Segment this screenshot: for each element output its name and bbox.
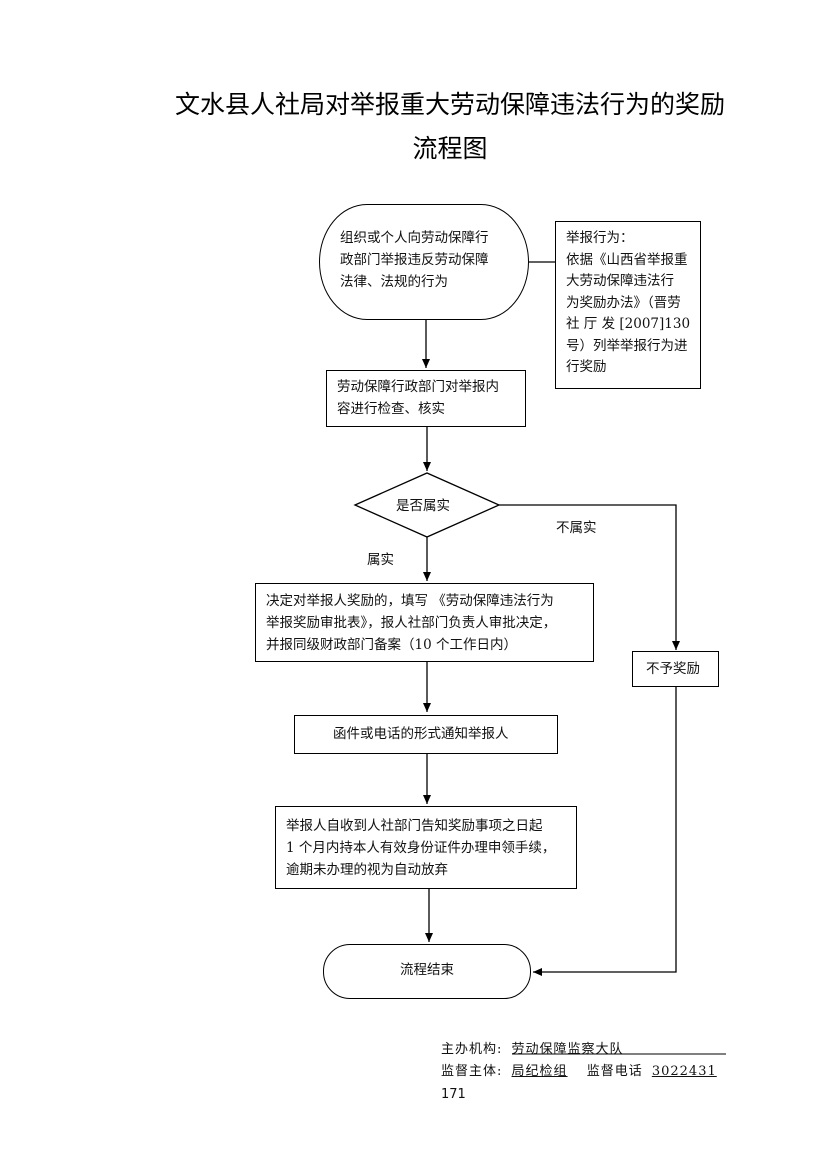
footer-organizer-value: 劳动保障监察大队 [511, 1042, 624, 1057]
decide-reward-box: 决定对举报人奖励的，填写 《劳动保障违法行为 举报奖励审批表》，报人社部门负责人… [255, 583, 594, 662]
inspect-box: 劳动保障行政部门对举报内 容进行检查、核实 [326, 370, 526, 427]
decide-reward-line-2: 举报奖励审批表》，报人社部门负责人审批决定， [266, 615, 557, 631]
start-node: 组织或个人向劳动保障行 政部门举报违反劳动保障 法律、法规的行为 [319, 204, 529, 320]
inspect-line-1: 劳动保障行政部门对举报内 [337, 379, 499, 395]
claim-line-2: 1 个月内持本人有效身份证件办理申领手续， [286, 840, 556, 856]
basis-line-1: 举报行为： [566, 230, 634, 246]
page-title-line2: 流程图 [412, 134, 488, 163]
claim-line-1: 举报人自收到人社部门告知奖励事项之日起 [286, 818, 543, 834]
start-line-1: 组织或个人向劳动保障行 [340, 230, 489, 246]
basis-box: 举报行为： 依据《山西省举报重 大劳动保障违法行 为奖励办法》（晋劳 社 厅 发… [555, 221, 701, 389]
start-line-3: 法律、法规的行为 [340, 274, 448, 290]
footer-phone-value: 3022431 [651, 1064, 717, 1079]
basis-line-5: 社 厅 发 [2007]130 [566, 316, 691, 332]
decide-reward-line-3: 并报同级财政部门备案（10 个工作日内） [266, 637, 517, 653]
end-label: 流程结束 [400, 962, 454, 978]
notify-label: 函件或电话的形式通知举报人 [333, 726, 509, 742]
footer-organizer-label: 主办机构: [441, 1042, 503, 1057]
basis-line-6: 号）列举举报行为进 [566, 337, 688, 354]
inspect-line-2: 容进行检查、核实 [337, 401, 445, 417]
footer-supervisor-label: 监督主体: [441, 1064, 503, 1079]
basis-line-2: 依据《山西省举报重 [566, 251, 688, 268]
no-reward-box: 不予奖励 [632, 651, 719, 687]
page-number: 171 [441, 1087, 466, 1102]
claim-box: 举报人自收到人社部门告知奖励事项之日起 1 个月内持本人有效身份证件办理申领手续… [275, 806, 577, 889]
edge-label-yes: 属实 [367, 552, 394, 568]
notify-box: 函件或电话的形式通知举报人 [294, 715, 558, 754]
footer-phone-label: 监督电话 [586, 1064, 643, 1079]
decision-label: 是否属实 [396, 498, 450, 514]
footer-organizer: 主办机构: 劳动保障监察大队 [441, 1038, 624, 1057]
basis-line-7: 行奖励 [566, 359, 607, 375]
claim-line-3: 逾期未办理的视为自动放弃 [286, 862, 448, 878]
edge-label-no: 不属实 [556, 520, 597, 536]
basis-line-4: 为奖励办法》（晋劳 [566, 294, 681, 311]
decide-reward-line-1: 决定对举报人奖励的，填写 《劳动保障违法行为 [266, 593, 554, 609]
no-reward-label: 不予奖励 [646, 661, 700, 677]
footer-supervisor-value: 局纪检组 [511, 1064, 568, 1079]
arrow-no-reward-to-end [533, 687, 677, 976]
arrow-decision-to-no-reward [499, 504, 680, 650]
end-node: 流程结束 [323, 944, 531, 999]
page-title-line1: 文水县人社局对举报重大劳动保障违法行为的奖励 [174, 90, 725, 119]
start-line-2: 政部门举报违反劳动保障 [340, 252, 489, 268]
basis-line-3: 大劳动保障违法行 [566, 273, 674, 289]
footer-supervisor: 监督主体: 局纪检组 监督电话 3022431 [441, 1060, 717, 1079]
